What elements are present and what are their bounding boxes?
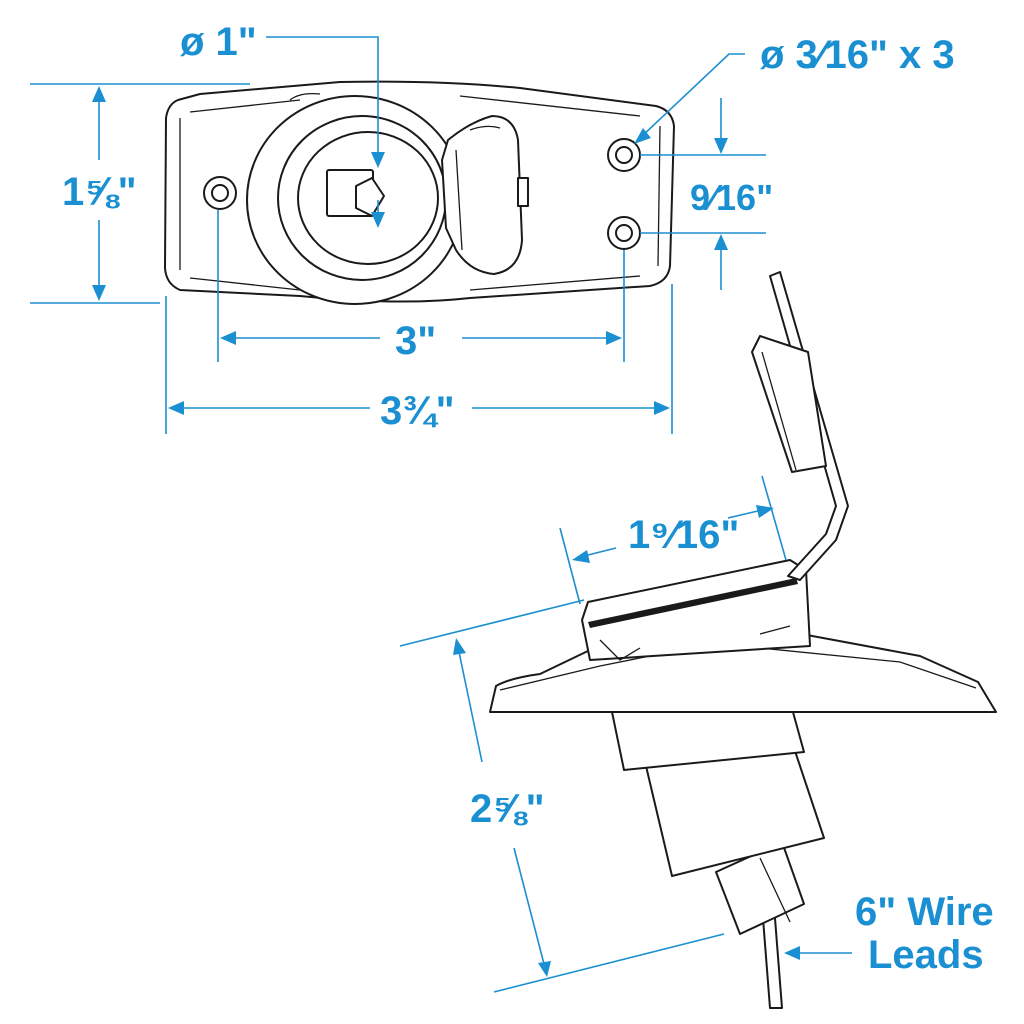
top-view-cap-hinge (517, 177, 529, 207)
label-overall-height-side: 2⅝" (470, 787, 545, 831)
side-height-line-bottom (513, 847, 545, 965)
label-base-depth: 1⁹⁄16" (628, 513, 739, 557)
mount-hole-leader-arrow (634, 128, 651, 144)
base-depth-arrow-right (756, 505, 774, 518)
side-height-ext-bottom (493, 933, 725, 993)
side-view-pad-groove (588, 578, 798, 628)
label-mount-holes: ø 3⁄16" x 3 (760, 33, 955, 77)
side-view-raised-pad (581, 559, 811, 661)
center-diameter-arrow-top (371, 152, 385, 168)
side-height-arrow-top (453, 638, 466, 655)
side-view-pad-edge (599, 625, 791, 661)
mount-hole-leader (639, 53, 745, 139)
side-view-cap-gasket-edge (761, 351, 797, 471)
top-view-cap-lever (441, 115, 523, 275)
side-height-line-top (458, 651, 483, 763)
label-overall-width: 3¾" (380, 389, 455, 433)
label-hole-spacing-horizontal: 3" (395, 319, 436, 363)
center-diameter-leader (266, 36, 379, 160)
center-diameter-arrow-bottom (371, 212, 385, 228)
base-depth-arrow-left (572, 550, 590, 563)
top-view-plate-inner-edge (179, 118, 661, 270)
dimension-labels: ø 1" ø 3⁄16" x 3 1⅝" 9⁄16" 3" 3¾" 1⁹⁄16"… (62, 20, 994, 977)
top-view-cap-lever-edge (455, 125, 501, 251)
height-arrow-top (92, 86, 106, 102)
side-view-dimensions (399, 475, 852, 993)
top-view-dimensions (30, 36, 766, 434)
top-view-mount-hole-left-inner (211, 184, 229, 202)
base-depth-line-right (727, 509, 763, 519)
height-arrow-bottom (92, 285, 106, 301)
hole-spacing-v-arrow-bottom (714, 234, 728, 250)
wire-leads-arrow (784, 946, 800, 960)
label-height: 1⅝" (62, 170, 137, 214)
side-height-arrow-bottom (538, 961, 551, 977)
hole-spacing-h-arrow-right (606, 331, 622, 345)
label-wire-leads-line2: Leads (868, 933, 984, 977)
base-depth-line-left (583, 547, 617, 557)
label-center-diameter: ø 1" (180, 20, 257, 64)
width-arrow-right (654, 401, 670, 415)
top-view-plate-bevel (189, 92, 641, 291)
hole-spacing-h-arrow-left (220, 331, 236, 345)
top-view (164, 80, 675, 305)
base-depth-ext-right (761, 475, 787, 561)
side-view-stem-lower-edge (759, 857, 791, 923)
hole-spacing-v-arrow-top (714, 138, 728, 154)
side-view (489, 271, 997, 1009)
top-view-mount-hole-upper-right-inner (615, 146, 633, 164)
side-view-cap-gasket (751, 335, 827, 473)
side-height-ext-top (399, 599, 585, 647)
top-view-mount-hole-lower-right-inner (615, 224, 633, 242)
base-depth-ext-left (559, 527, 581, 605)
label-wire-leads-line1: 6" Wire (855, 890, 994, 934)
label-hole-spacing-vertical: 9⁄16" (690, 177, 773, 218)
width-arrow-left (168, 401, 184, 415)
